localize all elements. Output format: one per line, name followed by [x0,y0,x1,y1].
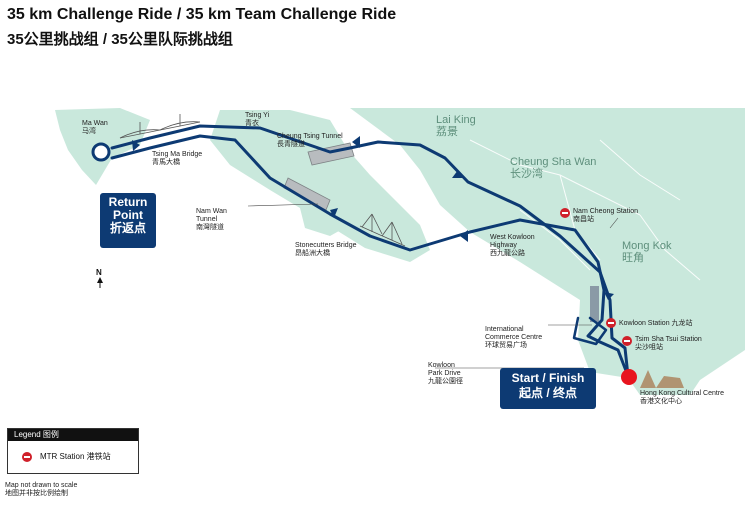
land-kowloon [350,108,745,395]
route-line-return [110,134,630,378]
land-tsing-yi [210,110,430,262]
label-kowloon-station: Kowloon Station 九龙站 [619,320,693,327]
legend-box: Legend 图例 MTR Station 港铁站 [7,428,139,474]
legend-row-mtr: MTR Station 港铁站 [8,441,138,473]
route-line-outbound [110,124,630,378]
route-path [91,124,630,378]
legend-heading: Legend 图例 [8,429,138,441]
legend-mtr-label: MTR Station 港铁站 [40,452,111,461]
start-finish-marker [621,369,637,385]
stonecutters-bridge-icon [359,213,406,247]
return-loop [91,142,111,162]
bridge-icons [119,114,406,247]
mtr-icon-tsim-sha-tsui [622,336,632,346]
land-stonecutters [300,200,355,236]
map-title-chinese: 35公里挑战组 / 35公里队际挑战组 [7,31,233,48]
land-areas [55,108,745,395]
icc-tower-icon [590,286,599,322]
north-arrow-icon [97,277,103,288]
scale-note: Map not drawn to scale 地图并非按比例绘制 [5,482,78,497]
map-title: 35 km Challenge Ride / 35 km Team Challe… [7,6,397,23]
landmark-buildings [590,286,684,388]
mtr-icon-nam-cheong [560,208,570,218]
north-label: N [96,268,102,277]
mtr-icon-kowloon [606,318,616,328]
start-finish-callout: Start / Finish 起点 / 终点 [500,368,596,409]
tsing-ma-bridge-icon [119,114,201,139]
mtr-icon-legend [22,452,32,462]
return-point-callout: Return Point 折返点 [100,193,156,248]
hk-cultural-centre-icon [640,370,684,388]
route-loop-kowloon [572,316,608,346]
direction-arrows [132,136,614,300]
